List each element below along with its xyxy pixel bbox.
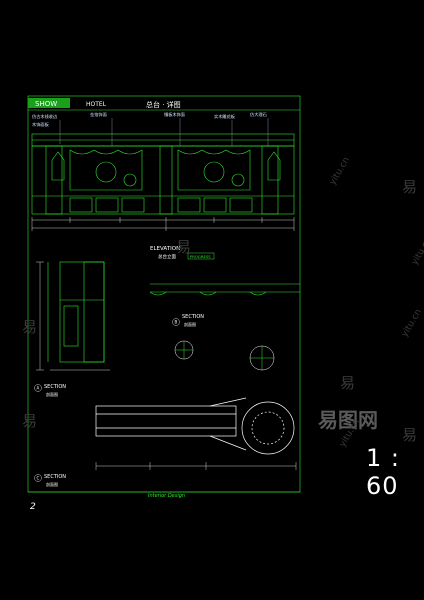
section-c-subtitle: 剖面图: [46, 481, 58, 487]
section-b-subtitle: 剖面图: [184, 321, 196, 327]
page-number: 2: [30, 502, 36, 512]
top-annotations: 仿古木线收边 金箔饰面 镶板木饰面 实木雕花板 仿大理石 木饰面板: [32, 111, 267, 128]
section-c-drawing: [95, 397, 295, 455]
watermark-glyph: 易: [22, 318, 38, 336]
section-c-letter: C: [37, 476, 40, 481]
section-c-title: SECTION: [44, 474, 66, 480]
annotation-4: 实木雕花板: [214, 113, 236, 120]
elevation-plan-tag: PROGRESS: [190, 254, 211, 259]
section-a-subtitle: 剖面图: [46, 391, 58, 397]
section-b-tag: [172, 318, 180, 326]
section-a-title: SECTION: [44, 384, 66, 390]
annotation-5: 仿大理石: [250, 111, 267, 118]
elevation-dimensions: [31, 217, 295, 231]
watermark-glyph: 易: [402, 426, 418, 444]
section-b-title: SECTION: [182, 314, 204, 320]
section-a-drawing: [47, 261, 105, 363]
section-a-tag: [34, 384, 42, 392]
title-block-label: SHOW: [35, 100, 57, 108]
title-block-badge: [28, 98, 70, 108]
section-a-letter: A: [37, 386, 40, 391]
drawing-scale: 1 : 60: [366, 444, 400, 500]
elevation-title: ELEVATION: [150, 246, 180, 252]
title-block-hotel: HOTEL: [86, 101, 107, 108]
watermark-glyph: 易: [340, 374, 356, 392]
annotation-2: 金箔饰面: [90, 111, 107, 118]
annotation-1: 仿古木线收边: [32, 113, 58, 120]
annotation-3: 镶板木饰面: [164, 111, 185, 118]
watermark-glyph: 易: [176, 238, 192, 256]
sheet-frame: [27, 95, 301, 493]
watermark-glyph: 易: [402, 178, 418, 196]
section-c-tag: [34, 474, 42, 482]
drawing-heading: 总台 · 详图: [146, 100, 181, 109]
section-b-letter: B: [175, 320, 178, 325]
detail-callouts: [174, 340, 275, 371]
annotation-6: 木饰面板: [32, 121, 50, 128]
watermark-glyph: 易: [22, 412, 38, 430]
elevation-drawing: [31, 133, 295, 215]
elevation-subtitle: 总台立面: [158, 253, 176, 260]
footer-caption: Interior Design: [148, 493, 185, 499]
watermark-logo: 易图网: [318, 408, 378, 432]
section-b-drawing: [149, 283, 300, 296]
